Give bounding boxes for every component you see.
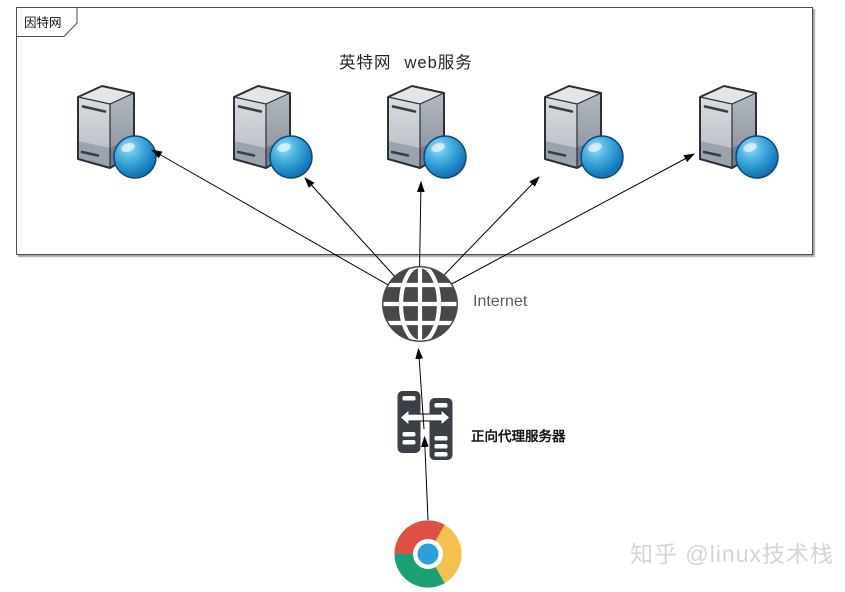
watermark-text: 知乎 @linux技术栈	[629, 541, 834, 567]
diagram-title: 英特网 web服务	[339, 49, 473, 73]
internet-label: Internet	[473, 293, 528, 310]
boundary-label: 因特网	[24, 16, 62, 30]
proxy-server-icon	[397, 391, 453, 460]
arrow-proxy-to-internet	[415, 347, 425, 430]
proxy-server-label: 正向代理服务器	[471, 429, 566, 444]
chrome-browser-icon	[394, 520, 462, 588]
internet-globe-icon	[382, 266, 458, 342]
title-text-web: web服务	[404, 54, 473, 72]
arrow-internet-to-server-1	[151, 149, 419, 303]
boundary-tab-shape	[16, 7, 78, 37]
arrow-internet-to-server-5	[417, 153, 695, 303]
exchange-arrow-glyph	[399, 408, 451, 427]
title-text-cn: 英特网	[339, 54, 392, 72]
arrow-browser-to-proxy	[421, 435, 429, 521]
